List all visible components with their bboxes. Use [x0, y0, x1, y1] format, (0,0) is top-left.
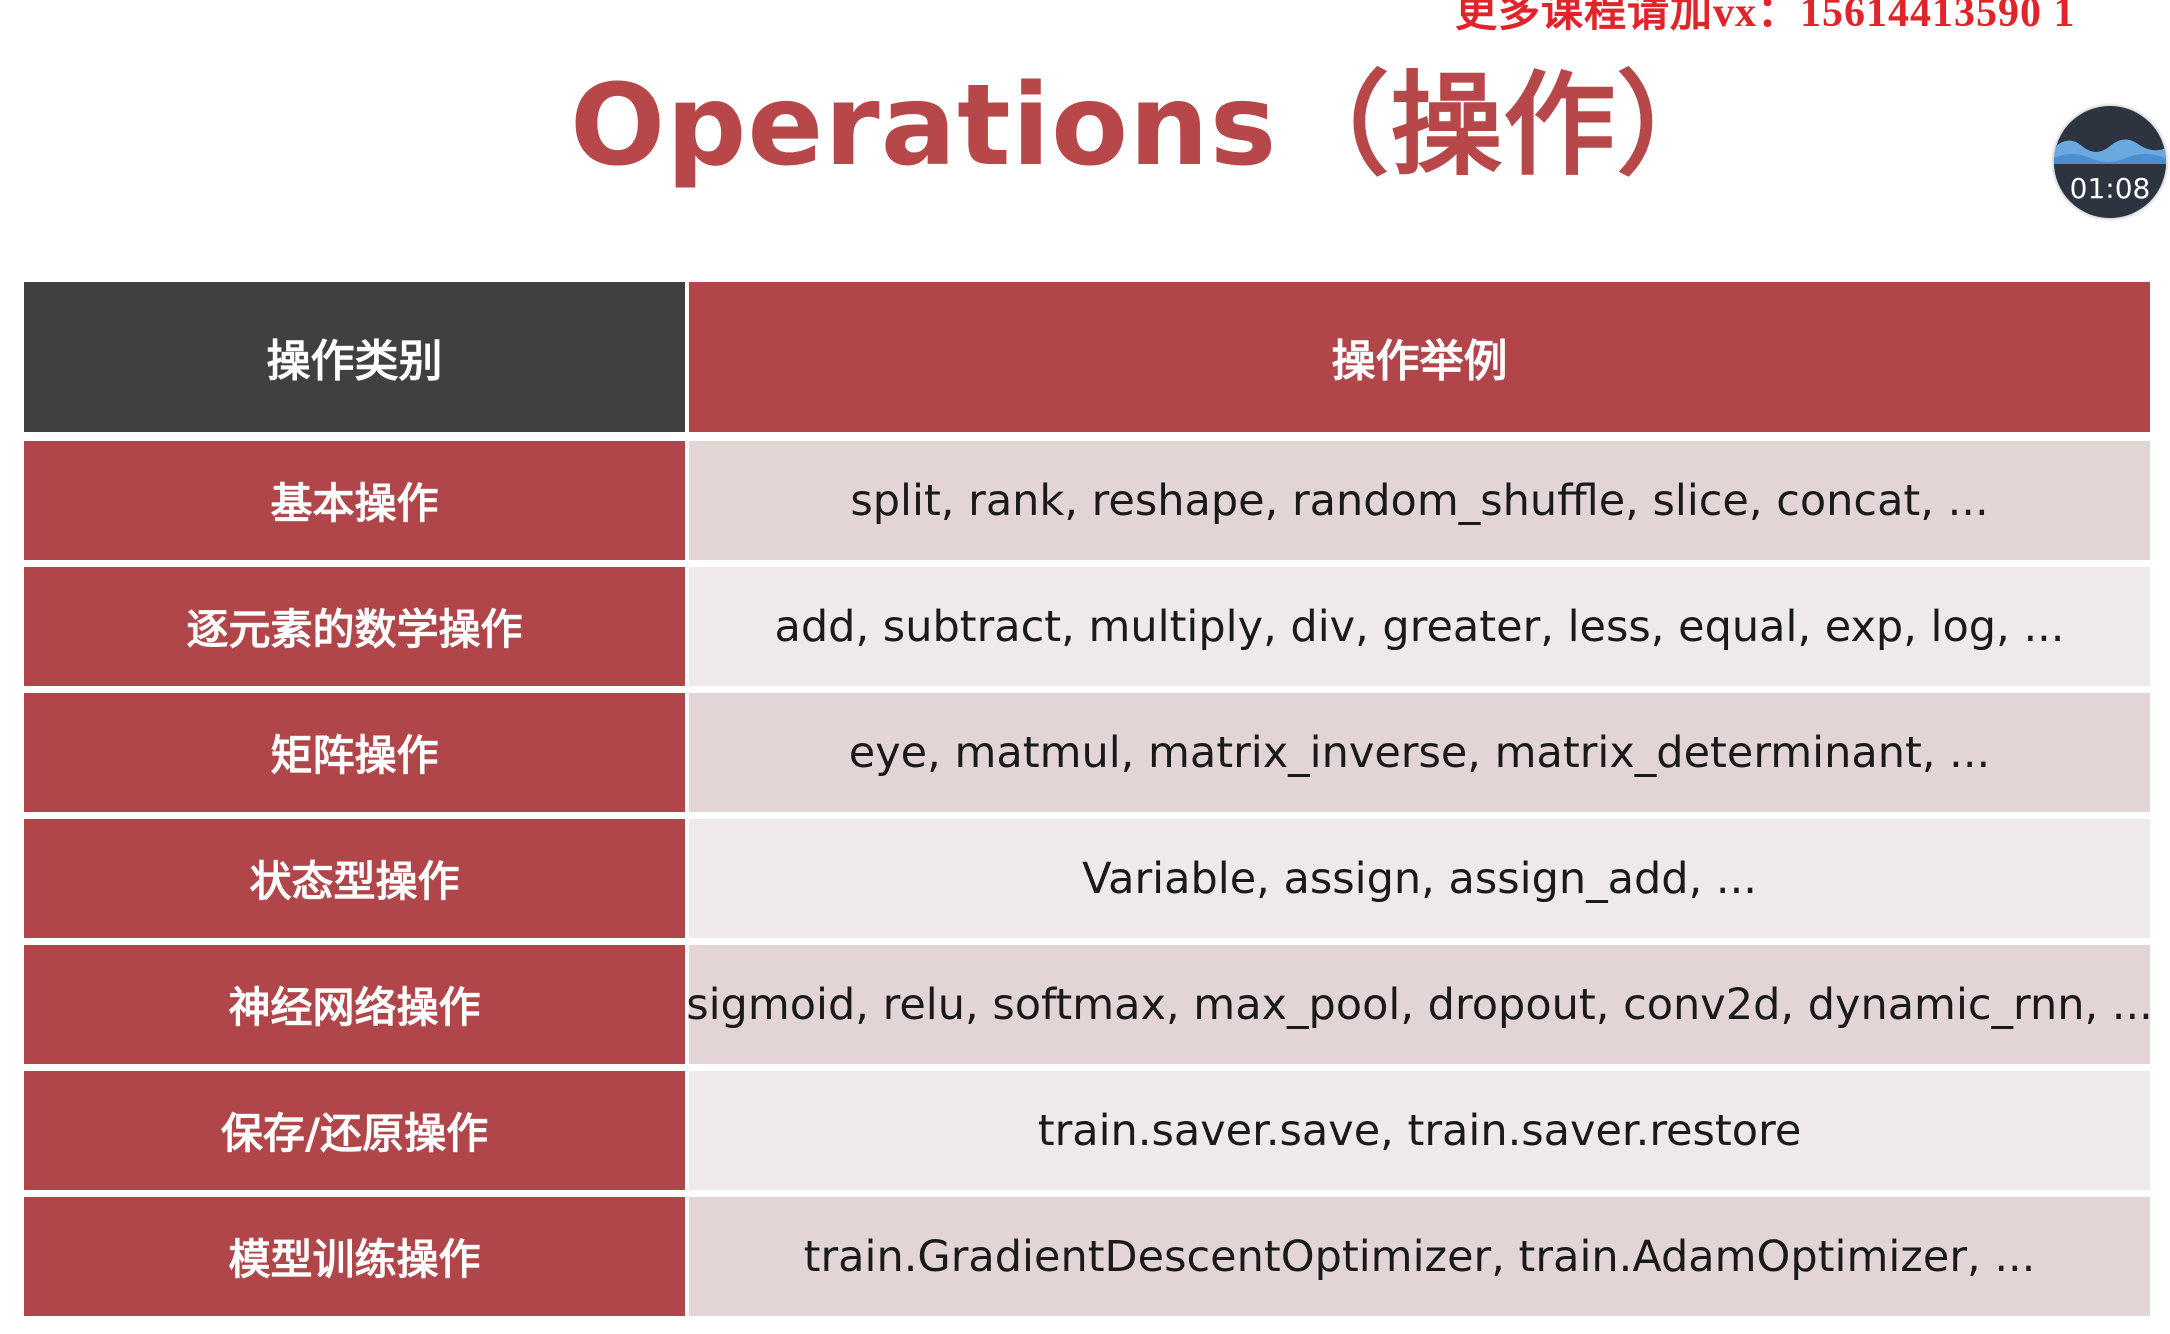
table-row: 矩阵操作 eye, matmul, matrix_inverse, matrix…	[24, 693, 2150, 812]
examples-cell: train.GradientDescentOptimizer, train.Ad…	[689, 1197, 2150, 1316]
timer-label: 01:08	[2069, 172, 2151, 205]
category-cell: 模型训练操作	[24, 1197, 685, 1316]
timer-widget[interactable]: 01:08	[2054, 106, 2166, 218]
examples-cell: Variable, assign, assign_add, ...	[689, 819, 2150, 938]
table-row: 状态型操作 Variable, assign, assign_add, ...	[24, 819, 2150, 938]
table-row: 基本操作 split, rank, reshape, random_shuffl…	[24, 441, 2150, 560]
category-cell: 基本操作	[24, 441, 685, 560]
header-category: 操作类别	[24, 282, 685, 432]
watermark-text: 更多课程请加vx：15614413590 1	[1455, 0, 2076, 36]
category-cell: 神经网络操作	[24, 945, 685, 1064]
examples-cell: train.saver.save, train.saver.restore	[689, 1071, 2150, 1190]
examples-cell: sigmoid, relu, softmax, max_pool, dropou…	[686, 945, 2153, 1064]
table-row: 模型训练操作 train.GradientDescentOptimizer, t…	[24, 1197, 2150, 1316]
table-row: 保存/还原操作 train.saver.save, train.saver.re…	[24, 1071, 2150, 1190]
page-title: Operations（操作）	[570, 61, 1730, 191]
header-examples: 操作举例	[689, 282, 2150, 432]
category-cell: 状态型操作	[24, 819, 685, 938]
examples-cell: split, rank, reshape, random_shuffle, sl…	[689, 441, 2150, 560]
operations-table: 操作类别 操作举例 基本操作 split, rank, reshape, ran…	[24, 282, 2153, 1323]
wave-progress-icon	[2054, 139, 2166, 218]
category-cell: 矩阵操作	[24, 693, 685, 812]
table-row: 神经网络操作 sigmoid, relu, softmax, max_pool,…	[24, 945, 2153, 1064]
table-header-row: 操作类别 操作举例	[24, 282, 2150, 432]
table-row: 逐元素的数学操作 add, subtract, multiply, div, g…	[24, 567, 2150, 686]
examples-cell: eye, matmul, matrix_inverse, matrix_dete…	[689, 693, 2150, 812]
category-cell: 逐元素的数学操作	[24, 567, 685, 686]
category-cell: 保存/还原操作	[24, 1071, 685, 1190]
examples-cell: add, subtract, multiply, div, greater, l…	[689, 567, 2150, 686]
